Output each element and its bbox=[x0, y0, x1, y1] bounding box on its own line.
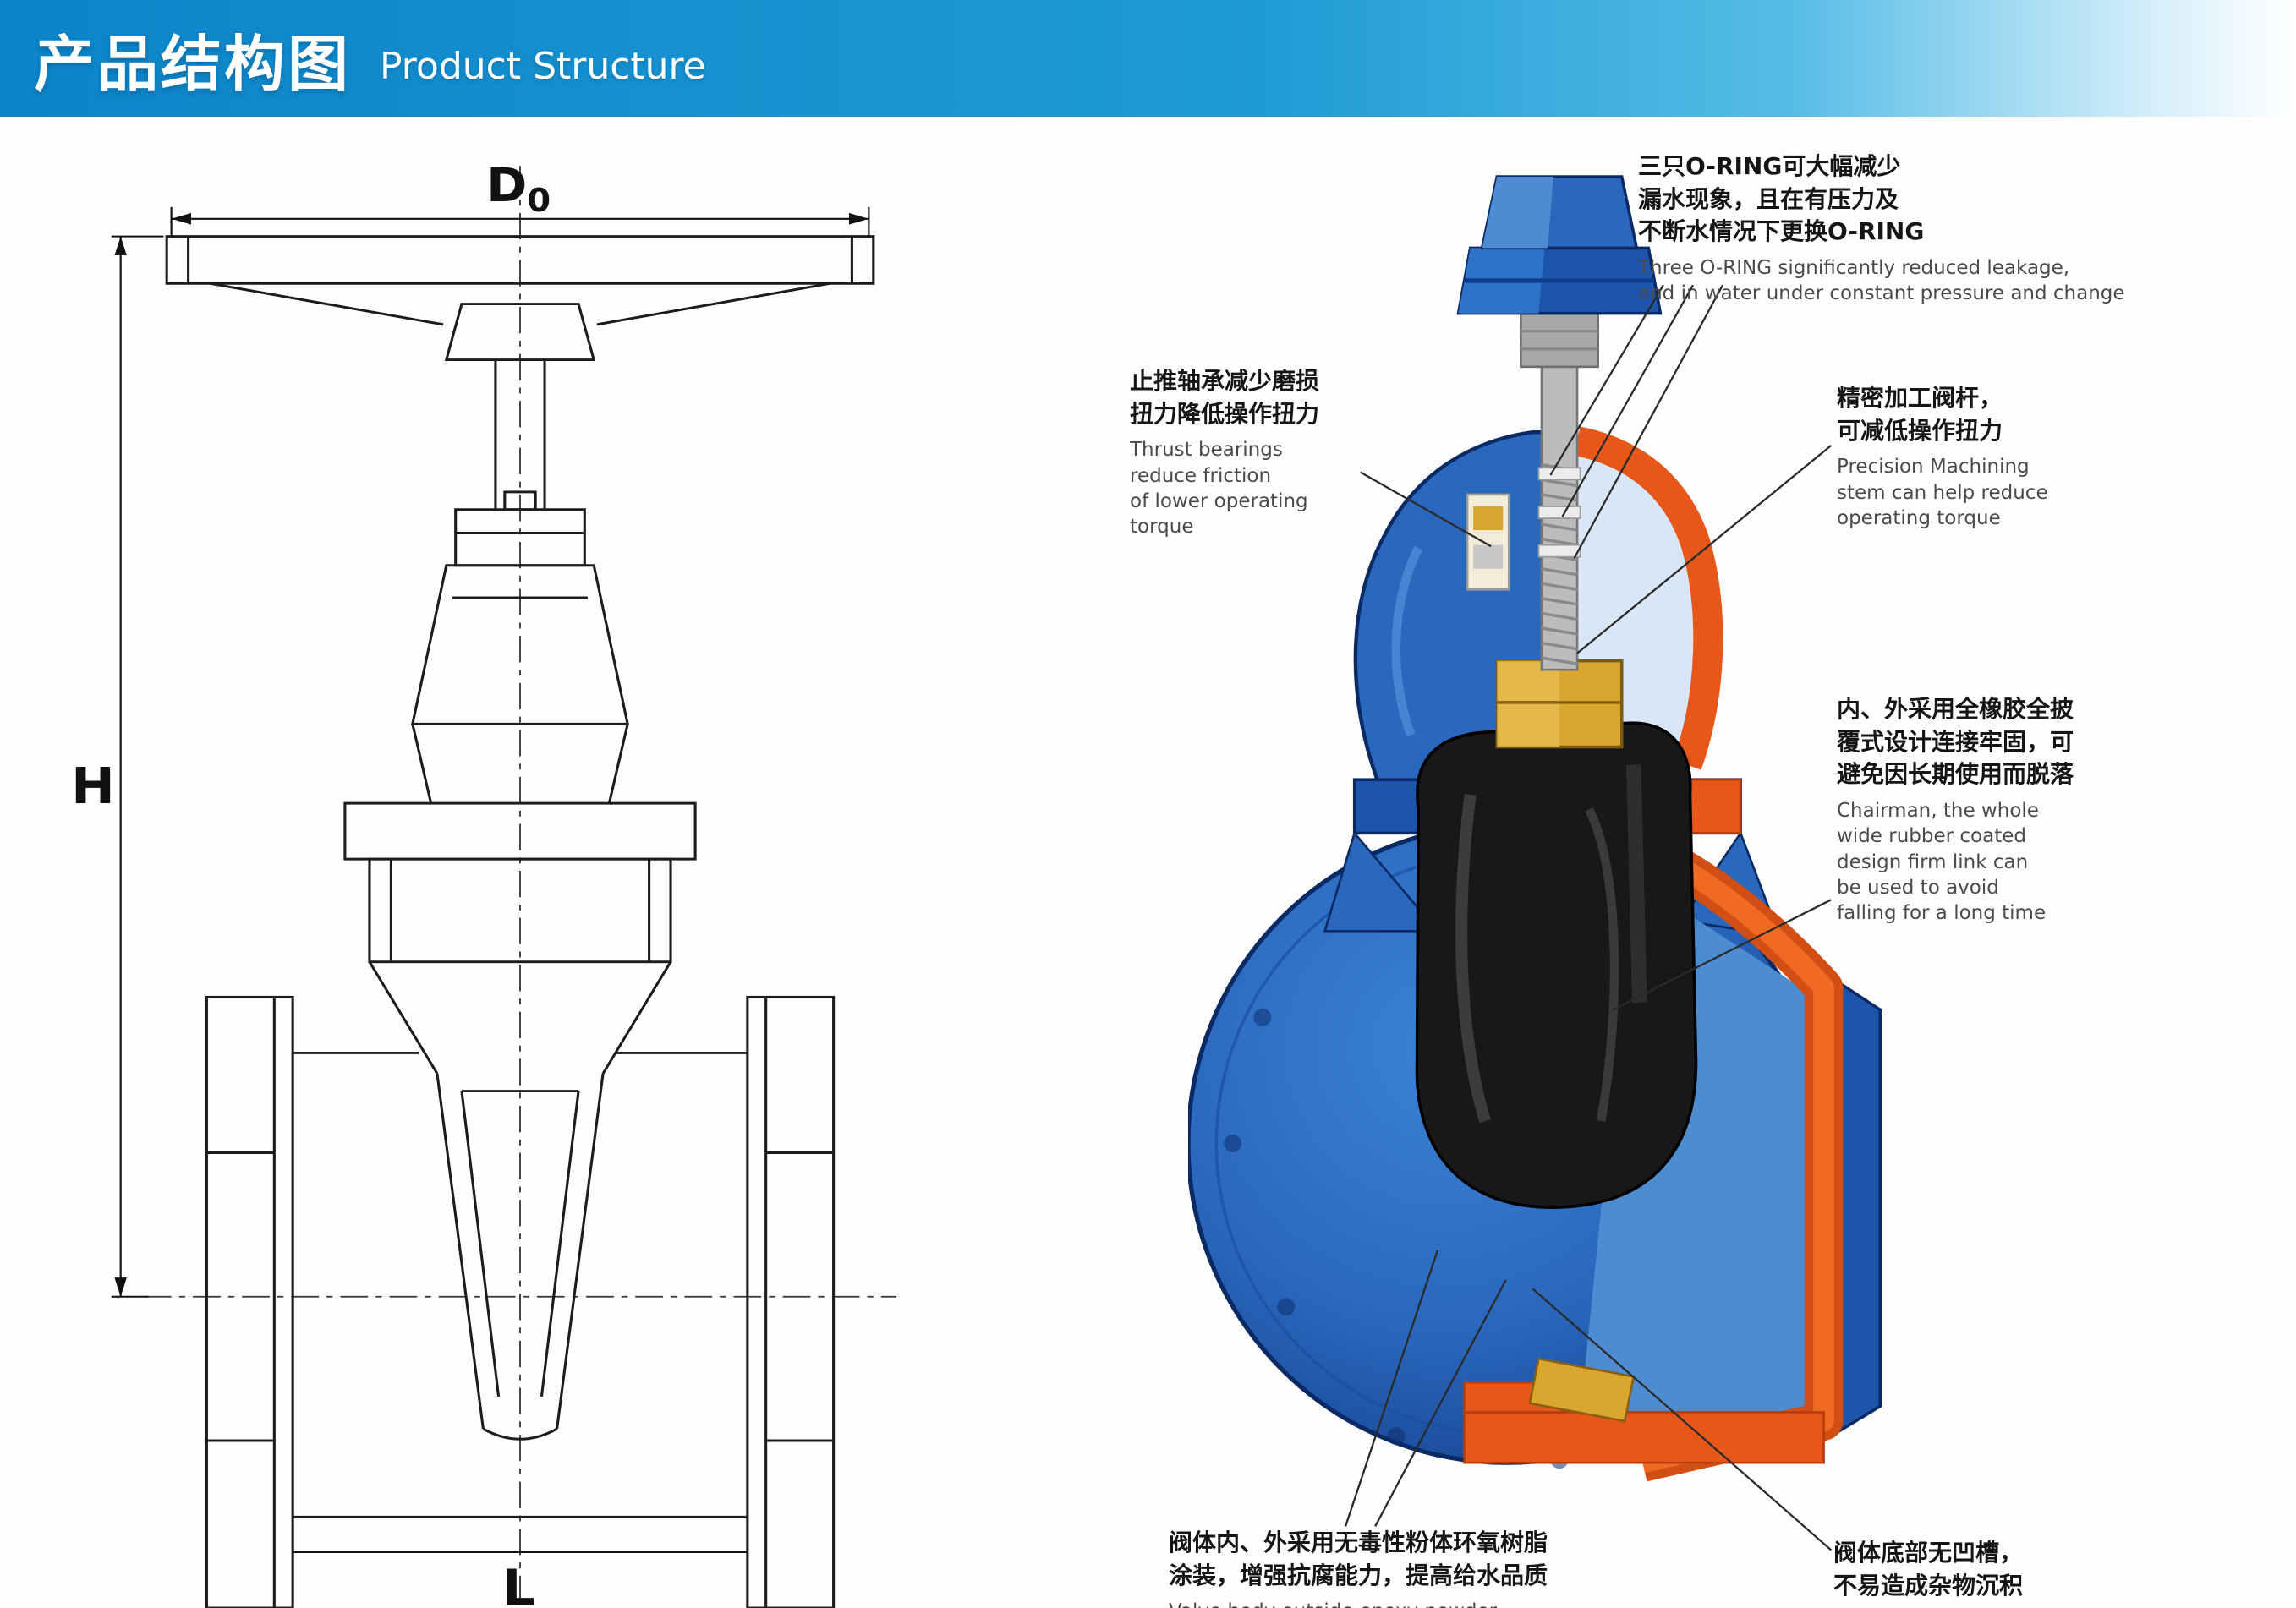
header-banner: 产品结构图 Product Structure bbox=[0, 0, 2296, 117]
annotation-rubber-en-line: Chairman, the whole bbox=[1837, 799, 2039, 822]
annotation-stem-en-line: Precision Machining bbox=[1837, 456, 2030, 479]
annotation-rubber-coating: 内、外采用全橡胶全披 覆式设计连接牢固，可 避免因长期使用而脱落 Chairma… bbox=[1837, 693, 2074, 927]
o-ring-band bbox=[1537, 544, 1581, 558]
dim-d0-label: D0 bbox=[486, 158, 551, 220]
valve-outline bbox=[165, 235, 875, 1608]
annotation-epoxy-en-line: Valve body outside epoxy powder bbox=[1169, 1599, 1548, 1608]
page-title: 产品结构图 bbox=[34, 28, 352, 100]
annotation-thrust-en-line: reduce friction bbox=[1130, 464, 1272, 487]
annotation-oring-en-line: and in water under constant pressure and… bbox=[1638, 282, 2125, 305]
annotation-rubber-en-line: wide rubber coated bbox=[1837, 825, 2026, 848]
body-drawing bbox=[368, 960, 672, 1441]
stem-drawing bbox=[494, 359, 546, 511]
annotation-oring-zh-line: 漏水现象，且在有压力及 bbox=[1638, 184, 1899, 213]
annotation-rubber-zh-line: 覆式设计连接牢固，可 bbox=[1837, 727, 2074, 756]
dimensions bbox=[111, 206, 870, 1554]
annotation-epoxy-zh-line: 涂装，增强抗腐能力，提高给水品质 bbox=[1169, 1561, 1548, 1589]
o-ring-band bbox=[1537, 467, 1581, 481]
annotation-thrust-zh-line: 止推轴承减少磨损 bbox=[1130, 367, 1320, 395]
annotation-rubber-zh-line: 避免因长期使用而脱落 bbox=[1837, 760, 2074, 789]
annotation-oring-zh-line: 不断水情况下更换O-RING bbox=[1638, 217, 1925, 246]
annotation-stem-en-line: stem can help reduce bbox=[1837, 481, 2048, 504]
rubber-wedge-illustration bbox=[1415, 721, 1698, 1209]
annotation-stem-zh-line: 可减低操作扭力 bbox=[1837, 416, 2003, 445]
annotation-thrust-bearing: 止推轴承减少磨损 扭力降低操作扭力 Thrust bearings reduce… bbox=[1130, 365, 1319, 540]
annotation-valve-bottom: 阀体底部无凹槽， 不易造成杂物沉积 Valve bottom without bbox=[1833, 1537, 2041, 1608]
annotation-stem-en-line: operating torque bbox=[1837, 506, 2001, 529]
annotation-epoxy-zh-line: 阀体内、外采用无毒性粉体环氧树脂 bbox=[1169, 1529, 1548, 1556]
annotation-rubber-en-line: be used to avoid bbox=[1837, 876, 1999, 899]
end-flanges-drawing bbox=[205, 995, 836, 1608]
annotation-thrust-en-line: Thrust bearings bbox=[1130, 439, 1283, 462]
page-subtitle: Product Structure bbox=[380, 44, 706, 88]
o-ring-band bbox=[1537, 506, 1581, 519]
annotation-thrust-en-line: torque bbox=[1130, 516, 1194, 539]
bonnet-drawing bbox=[410, 564, 630, 804]
annotation-oring-en-line: Three O-RING significantly reduced leaka… bbox=[1638, 256, 2070, 279]
annotation-thrust-zh-line: 扭力降低操作扭力 bbox=[1130, 399, 1320, 428]
annotation-epoxy-coating: 阀体内、外采用无毒性粉体环氧树脂 涂装，增强抗腐能力，提高给水品质 Valve … bbox=[1169, 1527, 1548, 1608]
annotation-bottom-zh-line: 不易造成杂物沉积 bbox=[1833, 1571, 2024, 1600]
centerlines bbox=[143, 166, 897, 1608]
dim-l-label: L bbox=[502, 1560, 535, 1608]
dim-h-label: H bbox=[71, 758, 115, 815]
annotation-rubber-zh-line: 内、外采用全橡胶全披 bbox=[1837, 695, 2074, 723]
annotation-oring-zh-line: 三只O-RING可大幅减少 bbox=[1638, 152, 1901, 180]
bonnet-flange-drawing bbox=[343, 801, 697, 964]
top-cap-illustration bbox=[1456, 175, 1663, 369]
handwheel-drawing bbox=[165, 235, 875, 362]
annotation-rubber-en-line: falling for a long time bbox=[1837, 902, 2047, 925]
valve-technical-drawing: D0 H L bbox=[71, 158, 897, 1608]
annotation-thrust-en-line: of lower operating bbox=[1130, 490, 1308, 512]
dimension-labels: D0 H L bbox=[71, 158, 551, 1608]
annotation-precision-stem: 精密加工阀杆， 可减低操作扭力 Precision Machining stem… bbox=[1837, 382, 2048, 531]
annotation-rubber-en-line: design firm link can bbox=[1837, 850, 2029, 873]
annotation-oring: 三只O-RING可大幅减少 漏水现象，且在有压力及 不断水情况下更换O-RING… bbox=[1638, 150, 2125, 307]
annotation-bottom-zh-line: 阀体底部无凹槽， bbox=[1833, 1539, 2024, 1567]
annotation-stem-zh-line: 精密加工阀杆， bbox=[1837, 384, 2003, 412]
